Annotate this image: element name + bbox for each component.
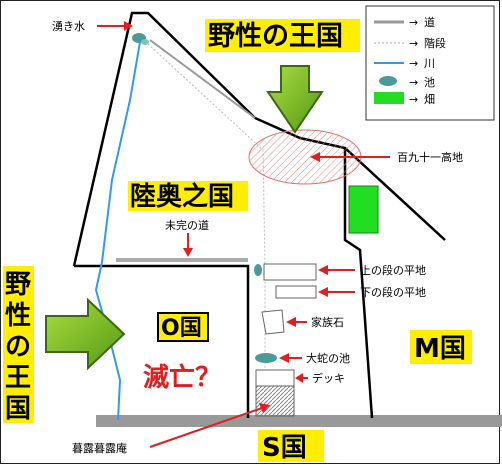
hut-pointer-head (259, 403, 270, 413)
wild-kingdom-left-char-2: 性 (5, 301, 31, 331)
o-country-boundary (74, 264, 250, 418)
legend-label-stairs: 階段 (424, 36, 446, 50)
hut (255, 385, 295, 417)
lower-terrace-label: 下の段の平地 (360, 285, 426, 299)
deck-pointer-head (295, 373, 303, 383)
mutsu-banner (128, 181, 248, 211)
family-stone-label: 家族石 (311, 315, 344, 329)
wild-kingdom-left-char-4: 王 (5, 363, 31, 393)
lower-terrace (275, 285, 317, 299)
unfinished-road-pointer-head (183, 248, 193, 257)
small-pond (254, 264, 262, 276)
legend-arrow-5: → (409, 93, 418, 106)
hill-pointer-head (310, 152, 320, 162)
wild-kingdom-left-char-5: 国 (5, 394, 31, 424)
snake-pond-pointer-head (279, 353, 289, 363)
unfinished-road (116, 258, 248, 262)
legend-field-symbol (374, 92, 404, 104)
spring-label: 湧き水 (52, 20, 85, 33)
m-country-banner (410, 330, 472, 364)
m-country-boundary (343, 148, 374, 419)
legend-label-road: 道 (424, 15, 435, 29)
deck (255, 369, 295, 387)
legend-label-field: 畑 (424, 93, 435, 106)
family-stone-pointer-head (286, 317, 296, 327)
upper-terrace (263, 263, 317, 281)
legend-label-river: 川 (424, 57, 435, 70)
wild-kingdom-top-banner (205, 19, 360, 52)
snake-pond (255, 353, 277, 363)
family-stone (261, 309, 285, 335)
upper-terrace-label: 上の段の平地 (360, 263, 426, 277)
right-arrow-icon (45, 297, 126, 371)
legend-arrow-4: → (409, 76, 418, 89)
wild-kingdom-left-banner (3, 266, 34, 423)
s-country-banner (258, 430, 324, 462)
unfinished-road-label: 未完の道 (165, 218, 209, 232)
deck-label: デッキ (312, 371, 345, 385)
mutsu-label: 陸奥之国 (130, 181, 234, 212)
wild-kingdom-left-char-3: の (5, 332, 31, 362)
m-country-label: M国 (414, 334, 466, 364)
hut-pointer (149, 407, 263, 448)
river (94, 41, 141, 421)
upper-terrace-pointer-head (318, 265, 328, 275)
legend-arrow-3: → (409, 57, 418, 70)
hill-label: 百九十一高地 (397, 150, 463, 164)
lower-terrace-pointer-head (318, 287, 328, 297)
legend-label-pond: 池 (424, 76, 435, 89)
snake-pond-label: 大蛇の池 (306, 351, 350, 365)
down-arrow-icon (266, 65, 324, 134)
hut-label: 暮露暮露庵 (72, 441, 127, 455)
o-country-label: O国 (161, 316, 202, 341)
bottom-road (96, 415, 502, 427)
spring-pond-highlight (141, 39, 149, 45)
wild-kingdom-left-char-1: 野 (5, 270, 31, 300)
legend-pond-symbol (379, 76, 397, 86)
spring-pointer-head (124, 21, 133, 31)
legend-arrow-2: → (409, 37, 418, 50)
legend: → → → → → 道 階段 川 池 畑 (365, 5, 495, 121)
wild-kingdom-top-label: 野性の王国 (208, 21, 343, 52)
o-country-badge (157, 312, 209, 342)
extinct-label: 滅亡？ (143, 362, 221, 393)
mountain-road (149, 39, 256, 119)
field (348, 185, 379, 234)
legend-arrow-1: → (409, 16, 418, 29)
s-country-label: S国 (262, 433, 307, 463)
